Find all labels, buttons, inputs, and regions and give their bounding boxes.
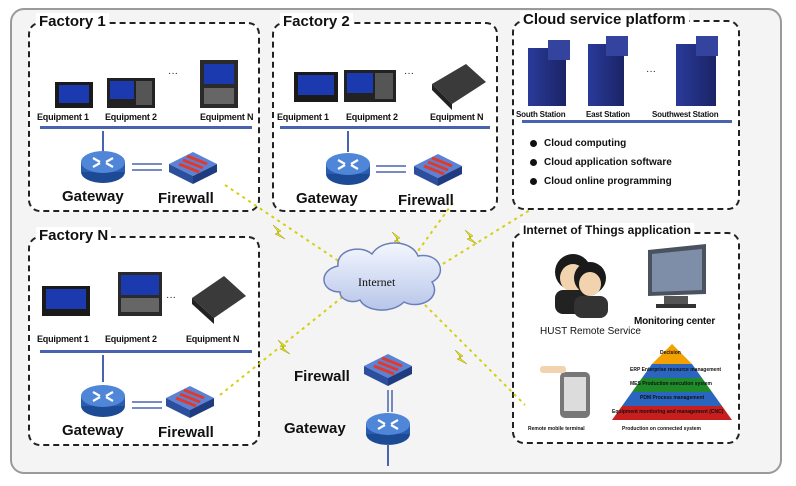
- factory-n-bus: [40, 350, 252, 353]
- factory-1-equipment-n-label: Equipment N: [200, 112, 254, 122]
- factory-n-equipment: ···: [42, 272, 246, 324]
- factory-1-panel: Factory 1: [28, 13, 260, 212]
- factory-1-gateway-label: Gateway: [62, 188, 124, 205]
- factory-2-bus: [280, 126, 490, 129]
- factory-n-equipment-n-label: Equipment N: [186, 334, 240, 344]
- cloud-services-list: Cloud computing Cloud application softwa…: [530, 138, 672, 195]
- factory-n-title: Factory N: [36, 227, 112, 244]
- cloud-service-item: Cloud computing: [530, 138, 672, 149]
- factory-n-panel: Factory N: [28, 227, 260, 446]
- south-station-label: South Station: [516, 110, 566, 119]
- internet-label: Internet: [358, 275, 396, 289]
- factory-2-title: Factory 2: [280, 13, 353, 30]
- factory-1-equipment: ···: [55, 60, 238, 108]
- central-gateway-label: Gateway: [284, 420, 346, 437]
- east-station-label: East Station: [586, 110, 630, 119]
- factory-2-equipment: ···: [294, 64, 486, 110]
- factory-2-firewall-label: Firewall: [398, 192, 454, 209]
- factory-n-firewall-label: Firewall: [158, 424, 214, 441]
- internet-cloud: [323, 242, 442, 311]
- monitoring-center-screen: [648, 244, 706, 308]
- factory-n-gateway-label: Gateway: [62, 422, 124, 439]
- pyramid-level-pdm: PDM Process management: [640, 395, 705, 401]
- mobile-terminal-label: Remote mobile terminal: [528, 426, 585, 432]
- pyramid-level-erp: ERP Enterprise resource management: [630, 367, 722, 373]
- cloud-platform-title: Cloud service platform: [520, 11, 689, 28]
- svg-text:···: ···: [166, 292, 176, 303]
- network-links: [219, 184, 531, 406]
- factory-1-bus: [40, 126, 252, 129]
- factory-2-gateway-label: Gateway: [296, 190, 358, 207]
- svg-text:···: ···: [646, 66, 656, 77]
- remote-service-people: [555, 254, 608, 318]
- factory-2-equipment-1-label: Equipment 1: [277, 112, 329, 122]
- factory-2-equipment-n-label: Equipment N: [430, 112, 484, 122]
- cloud-service-item: Cloud online programming: [530, 176, 672, 187]
- factory-n-equipment-2-label: Equipment 2: [105, 334, 157, 344]
- pyramid-level-cnc: Equipment monitoring and management (CNC…: [612, 409, 724, 415]
- iot-title: Internet of Things application: [520, 223, 694, 237]
- svg-text:···: ···: [404, 68, 414, 79]
- factory-1-equipment-2-label: Equipment 2: [105, 112, 157, 122]
- factory-2-panel: Factory 2: [272, 13, 498, 212]
- pyramid-level-decision: Decision: [660, 350, 681, 356]
- factory-1-firewall-label: Firewall: [158, 190, 214, 207]
- factory-2-equipment-2-label: Equipment 2: [346, 112, 398, 122]
- factory-1-title: Factory 1: [36, 13, 109, 30]
- monitoring-center-label: Monitoring center: [634, 316, 716, 327]
- southwest-station-label: Southwest Station: [652, 110, 719, 119]
- mobile-terminal: [540, 366, 590, 418]
- factory-1-equipment-1-label: Equipment 1: [37, 112, 89, 122]
- management-pyramid: [612, 344, 732, 420]
- pyramid-level-production: Production on connected system: [622, 426, 701, 432]
- factory-n-equipment-1-label: Equipment 1: [37, 334, 89, 344]
- svg-text:···: ···: [168, 68, 178, 79]
- cloud-bus: [522, 120, 732, 123]
- remote-service-label: HUST Remote Service: [540, 326, 641, 337]
- cloud-servers: ···: [528, 36, 718, 106]
- pyramid-level-mes: MES Production execution system: [630, 381, 712, 387]
- cloud-service-item: Cloud application software: [530, 157, 672, 168]
- central-firewall-label: Firewall: [294, 368, 350, 385]
